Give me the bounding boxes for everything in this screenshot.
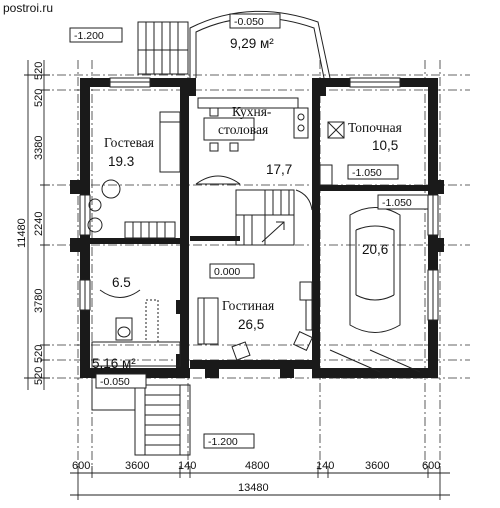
kitchen-area: 17,7: [266, 162, 292, 177]
level-entrance: -0.050: [100, 376, 130, 388]
watermark-text: postroi.ru: [3, 1, 53, 15]
boiler-area: 10,5: [372, 138, 398, 153]
dim-bottom-2: 140: [178, 460, 196, 472]
dim-bottom-3: 4800: [245, 460, 269, 472]
car-outline: [349, 207, 401, 333]
dim-bottom-0: 600: [72, 460, 90, 472]
boiler-name: Топочная: [348, 120, 402, 135]
dim-left-3: 2240: [33, 212, 45, 236]
guest-area: 19.3: [108, 154, 134, 169]
garage-door: [322, 349, 422, 379]
dim-left-4: 3780: [33, 289, 45, 313]
bath-area: 6.5: [112, 275, 131, 290]
bath-fixtures: [91, 289, 181, 367]
living-name: Гостиная: [222, 298, 274, 313]
level-top-left: -1.200: [74, 30, 104, 42]
kitchen-name-line1: Кухня-: [232, 104, 272, 119]
dim-bottom-4: 140: [316, 460, 334, 472]
guest-fixtures: [87, 111, 181, 239]
room-labels: 9,29 м² Кухня- столовая 17,7 Гостевая 19…: [92, 36, 402, 371]
level-garage: -1.050: [382, 197, 412, 209]
dim-bottom-6: 600: [422, 460, 440, 472]
dim-bottom-1: 3600: [125, 460, 149, 472]
dim-left-5: 520: [33, 345, 45, 363]
dim-left-0: 520: [33, 62, 45, 80]
dim-left-6: 520: [33, 367, 45, 385]
windows: [79, 77, 439, 321]
dim-left-2: 3380: [33, 136, 45, 160]
bottom-dimensions: 600 3600 140 4800 140 3600 600 13480: [70, 460, 450, 500]
garage-area: 20,6: [362, 242, 388, 257]
level-bottom: -1.200: [208, 436, 238, 448]
porch-area: 5,16 м²: [92, 356, 136, 371]
level-markers: -1.200 -0.050 -1.050 -1.050 0.000 -0.050…: [69, 13, 429, 449]
living-area: 26,5: [238, 317, 264, 332]
central-stair: [235, 189, 313, 246]
boiler-fixtures: [319, 121, 345, 186]
dim-bottom-total: 13480: [238, 482, 269, 494]
living-fixtures: [197, 281, 313, 361]
level-boiler: -1.050: [352, 167, 382, 179]
level-main: 0.000: [214, 266, 240, 278]
level-bay: -0.050: [234, 16, 264, 28]
guest-name: Гостевая: [104, 135, 154, 150]
bay-area: 9,29 м²: [230, 36, 274, 51]
kitchen-fixtures: [195, 97, 309, 185]
left-dimensions: 520 520 3380 2240 3780 520 520 11480: [16, 60, 50, 390]
dim-left-1: 520: [33, 89, 45, 107]
dim-bottom-5: 3600: [365, 460, 389, 472]
entrance-stair: [91, 380, 191, 456]
dim-left-total: 11480: [16, 218, 28, 248]
kitchen-name-line2: столовая: [218, 122, 268, 137]
top-left-stair: [137, 21, 189, 75]
